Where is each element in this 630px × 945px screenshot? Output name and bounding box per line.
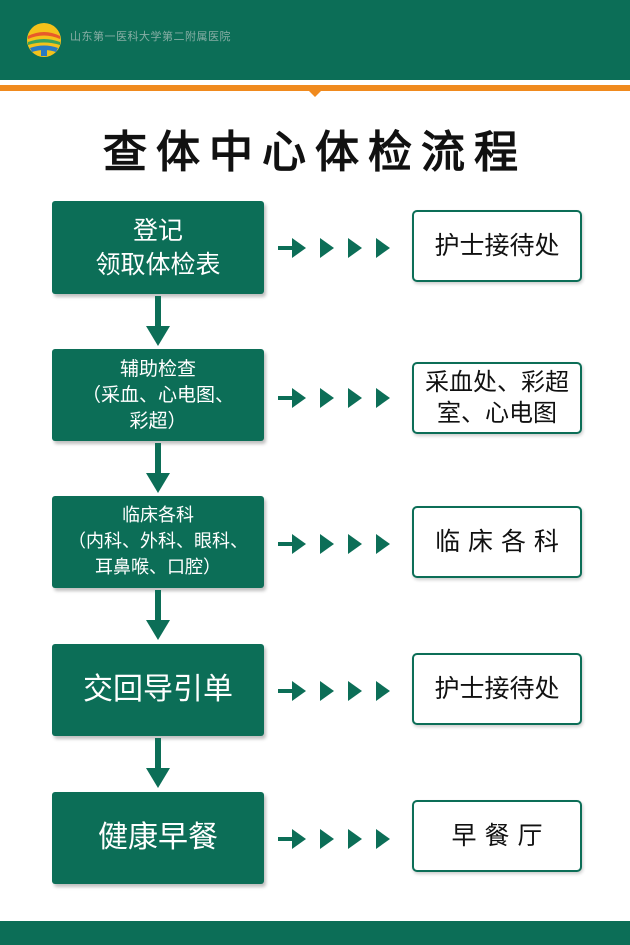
- step-label-line: （内科、外科、眼科、: [68, 531, 248, 552]
- step-label-line: （采血、心电图、: [81, 384, 234, 406]
- arrow-down-icon: [146, 590, 170, 640]
- step-4-destination: 护士接待处: [412, 653, 582, 725]
- destination-label: 早 餐 厅: [451, 821, 543, 850]
- step-5-destination: 早 餐 厅: [412, 800, 582, 872]
- arrow-down-icon: [146, 296, 170, 346]
- hospital-name: 山东第一医科大学第二附属医院: [70, 30, 231, 43]
- divider-notch: [307, 89, 323, 97]
- step-label-line: 彩超）: [129, 410, 187, 432]
- step-label-line: 耳鼻喉、口腔）: [95, 557, 221, 578]
- step-label-line: 辅助检查: [119, 358, 196, 380]
- step-label-line: 临床各科: [122, 505, 194, 526]
- step-label-line: 登记: [132, 215, 183, 245]
- arrow-down-icon: [146, 738, 170, 788]
- header-bar: 山东第一医科大学第二附属医院: [0, 0, 630, 80]
- destination-label: 护士接待处: [434, 231, 560, 260]
- arrow-right-icon: [278, 681, 390, 701]
- step-4-box: 交回导引单: [52, 644, 264, 736]
- destination-label-line: 采血处、彩超: [425, 368, 569, 396]
- step-label-line: 领取体检表: [95, 249, 221, 279]
- step-1-destination: 护士接待处: [412, 210, 582, 282]
- destination-label-line: 室、心电图: [437, 399, 557, 427]
- destination-label: 临 床 各 科: [435, 527, 559, 556]
- step-2-destination: 采血处、彩超 室、心电图: [412, 362, 582, 434]
- arrow-right-icon: [278, 238, 390, 258]
- arrow-right-icon: [278, 388, 390, 408]
- step-5-box: 健康早餐: [52, 792, 264, 884]
- arrow-right-icon: [278, 829, 390, 849]
- step-3-destination: 临 床 各 科: [412, 506, 582, 578]
- step-3-box: 临床各科 （内科、外科、眼科、 耳鼻喉、口腔）: [52, 496, 264, 588]
- step-label-line: 健康早餐: [98, 820, 218, 855]
- footer-bar: [0, 921, 630, 945]
- step-label-line: 交回导引单: [83, 672, 233, 707]
- page-title: 查体中心体检流程: [103, 127, 527, 178]
- hospital-logo-icon: [27, 23, 61, 57]
- step-1-box: 登记 领取体检表: [52, 201, 264, 294]
- destination-label: 护士接待处: [434, 674, 560, 703]
- arrow-right-icon: [278, 534, 390, 554]
- step-2-box: 辅助检查 （采血、心电图、 彩超）: [52, 349, 264, 441]
- orange-divider: [0, 85, 630, 91]
- arrow-down-icon: [146, 443, 170, 493]
